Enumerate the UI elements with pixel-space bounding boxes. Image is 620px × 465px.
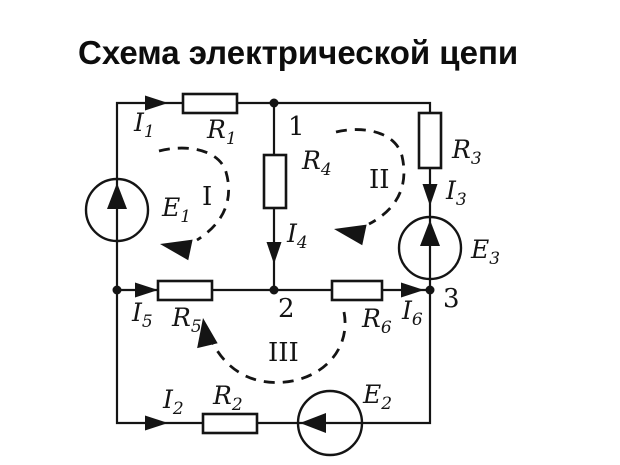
current-i1-arrow — [145, 95, 168, 111]
source-e1-label: E1 — [161, 193, 191, 227]
loop-1-label: I — [202, 182, 212, 212]
loop-2-arrow — [334, 224, 367, 246]
i1-sub: 1 — [144, 122, 155, 142]
source-e2-arrow — [300, 413, 326, 433]
r3-sub: 3 — [471, 149, 482, 169]
r6-sub: 6 — [381, 318, 392, 338]
resistor-r4-body — [262, 153, 288, 210]
i6-base: I — [401, 296, 413, 325]
loop-3-arc — [207, 311, 347, 384]
e3-base: E — [470, 235, 489, 264]
r2-sub: 2 — [231, 395, 243, 415]
current-i1-label: I1 — [133, 108, 155, 142]
node-3-label: 3 — [443, 284, 460, 314]
current-i3-arrow — [422, 184, 438, 206]
source-e1-symbol — [84, 177, 150, 243]
r4-base: R — [301, 146, 321, 175]
source-e2-symbol — [296, 389, 364, 457]
r5-base: R — [171, 303, 191, 332]
resistor-r1-label: R1 — [206, 115, 237, 149]
current-i4-label: I4 — [286, 219, 308, 253]
resistor-r3-label: R3 — [451, 135, 482, 169]
source-e3-arrow — [420, 220, 440, 246]
i1-base: I — [133, 108, 145, 137]
loop-2-arc — [335, 128, 406, 226]
resistor-r5-body — [156, 279, 214, 302]
current-i5-arrow — [135, 282, 158, 298]
node-1-dot — [269, 98, 279, 108]
node-2-label: 2 — [278, 294, 295, 324]
current-i5-label: I5 — [131, 298, 153, 332]
current-i2-arrow — [145, 415, 168, 431]
r3-base: R — [451, 135, 471, 164]
resistor-r2-label: R2 — [212, 381, 243, 415]
r4-sub: 4 — [320, 160, 332, 180]
current-i2-label: I2 — [162, 385, 184, 419]
page-title: Схема электрической цепи — [78, 34, 519, 71]
r5-sub: 5 — [191, 317, 202, 337]
r6-base: R — [361, 304, 381, 333]
r2-base: R — [212, 381, 232, 410]
resistor-r4-label: R4 — [301, 146, 332, 180]
resistor-r2-body — [201, 412, 259, 435]
resistor-r5-label: R5 — [171, 303, 202, 337]
current-i6-arrow — [401, 282, 424, 298]
current-i4-arrow — [266, 242, 282, 264]
i3-sub: 3 — [456, 190, 467, 210]
resistor-r1-body — [181, 92, 239, 115]
node-2-dot — [269, 285, 279, 295]
loop-1-arrow — [160, 239, 193, 261]
i5-base: I — [131, 298, 143, 327]
node-1-label: 1 — [288, 112, 305, 142]
resistor-r6-label: R6 — [361, 304, 392, 338]
source-e3-label: E3 — [470, 235, 500, 269]
current-i3-label: I3 — [445, 176, 467, 210]
current-i6-label: I6 — [401, 296, 423, 330]
node-3-dot — [425, 285, 435, 295]
source-e2-label: E2 — [362, 380, 392, 414]
e2-base: E — [362, 380, 381, 409]
loop-2-label: II — [369, 165, 390, 195]
i2-base: I — [162, 385, 174, 414]
i6-sub: 6 — [412, 310, 423, 330]
resistor-r3-body — [417, 111, 443, 170]
e1-base: E — [161, 193, 180, 222]
loop-3-arrow — [197, 318, 218, 349]
i2-sub: 2 — [172, 399, 184, 419]
loop-1-arc — [158, 146, 230, 242]
node-left-dot — [112, 285, 122, 295]
i3-base: I — [445, 176, 457, 205]
r1-base: R — [206, 115, 226, 144]
i5-sub: 5 — [142, 312, 153, 332]
e1-sub: 1 — [180, 207, 191, 227]
e3-sub: 3 — [489, 249, 500, 269]
loop-3-label: III — [268, 338, 299, 368]
i4-base: I — [286, 219, 298, 248]
source-e3-symbol — [397, 215, 463, 281]
e2-sub: 2 — [380, 394, 392, 414]
resistor-r6-body — [330, 279, 384, 302]
outer-loop-wire — [115, 101, 432, 425]
r1-sub: 1 — [226, 129, 237, 149]
source-e1-arrow — [107, 183, 127, 209]
i4-sub: 4 — [296, 233, 308, 253]
